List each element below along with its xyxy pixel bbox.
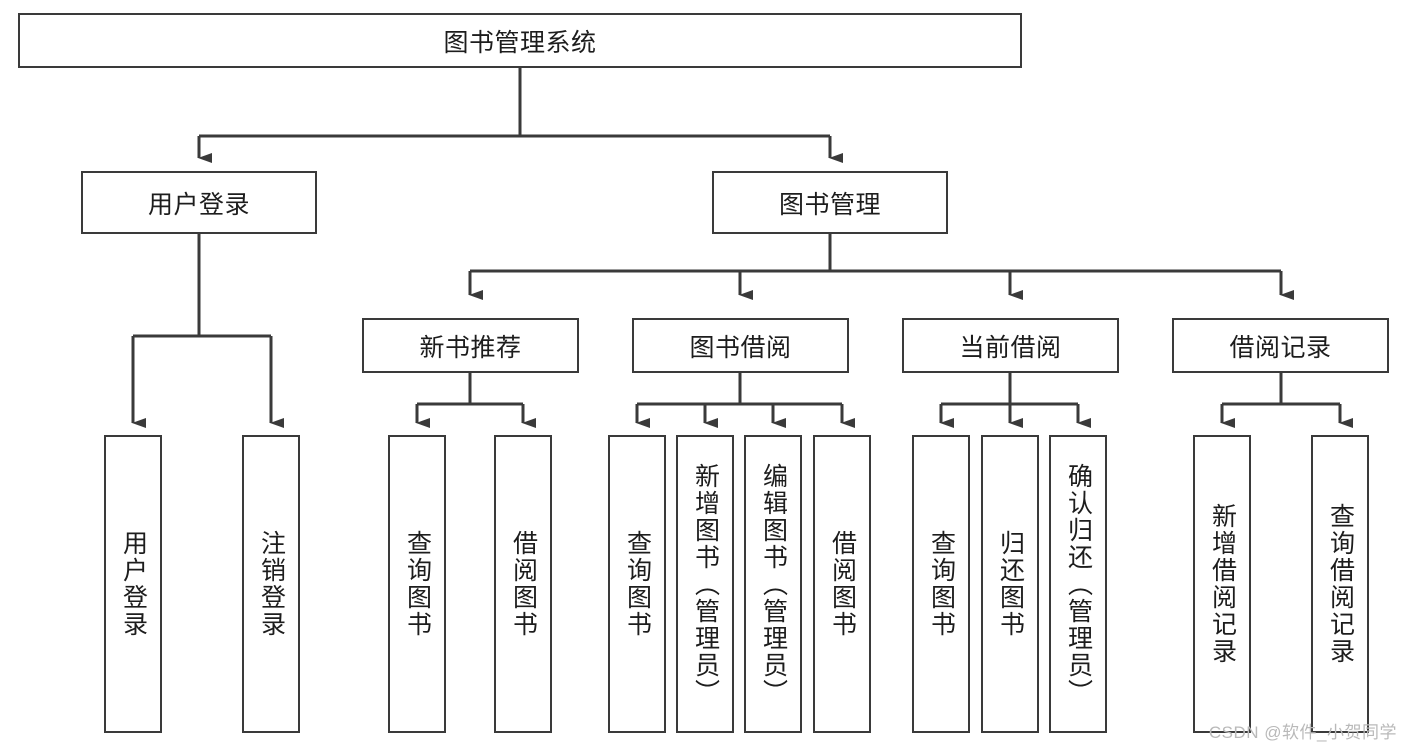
leaf-record-add[interactable]: 新增借阅记录 bbox=[1193, 435, 1251, 733]
leaf-current-query-book[interactable]: 查询图书 bbox=[912, 435, 970, 733]
leaf-borrow-query-book[interactable]: 查询图书 bbox=[608, 435, 666, 733]
leaf-label: 确认归还（管理员） bbox=[1064, 462, 1093, 706]
node-borrow-record-label: 借阅记录 bbox=[1229, 333, 1332, 362]
node-current-borrow[interactable]: 当前借阅 bbox=[902, 318, 1119, 373]
leaf-label: 借阅图书 bbox=[828, 530, 857, 638]
leaf-label: 新增图书（管理员） bbox=[691, 462, 720, 706]
node-user-login[interactable]: 用户登录 bbox=[81, 171, 317, 234]
node-root-label: 图书管理系统 bbox=[443, 28, 597, 57]
leaf-label: 查询图书 bbox=[927, 530, 956, 638]
node-borrow-record[interactable]: 借阅记录 bbox=[1172, 318, 1389, 373]
node-new-book-recommend[interactable]: 新书推荐 bbox=[362, 318, 579, 373]
node-user-login-label: 用户登录 bbox=[147, 190, 250, 219]
leaf-current-confirm-return[interactable]: 确认归还（管理员） bbox=[1049, 435, 1107, 733]
leaf-borrow-borrow-book[interactable]: 借阅图书 bbox=[813, 435, 871, 733]
node-current-borrow-label: 当前借阅 bbox=[959, 333, 1062, 362]
node-book-borrow[interactable]: 图书借阅 bbox=[632, 318, 849, 373]
node-book-management-label: 图书管理 bbox=[778, 190, 881, 219]
leaf-new-book-borrow[interactable]: 借阅图书 bbox=[494, 435, 552, 733]
leaf-label: 借阅图书 bbox=[509, 530, 538, 638]
leaf-borrow-edit-book[interactable]: 编辑图书（管理员） bbox=[744, 435, 802, 733]
leaf-label: 查询借阅记录 bbox=[1326, 503, 1355, 665]
leaf-label: 注销登录 bbox=[257, 530, 286, 638]
node-new-book-recommend-label: 新书推荐 bbox=[419, 333, 522, 362]
leaf-record-query[interactable]: 查询借阅记录 bbox=[1311, 435, 1369, 733]
leaf-current-return-book[interactable]: 归还图书 bbox=[981, 435, 1039, 733]
watermark: CSDN @软件_小贺同学 bbox=[1208, 723, 1397, 742]
leaf-label: 新增借阅记录 bbox=[1208, 503, 1237, 665]
leaf-user-login-logout[interactable]: 注销登录 bbox=[242, 435, 300, 733]
leaf-label: 查询图书 bbox=[403, 530, 432, 638]
leaf-label: 查询图书 bbox=[623, 530, 652, 638]
node-book-borrow-label: 图书借阅 bbox=[689, 333, 792, 362]
leaf-borrow-add-book[interactable]: 新增图书（管理员） bbox=[676, 435, 734, 733]
leaf-new-book-query[interactable]: 查询图书 bbox=[388, 435, 446, 733]
leaf-user-login-signin[interactable]: 用户登录 bbox=[104, 435, 162, 733]
leaf-label: 用户登录 bbox=[119, 530, 148, 638]
leaf-label: 编辑图书（管理员） bbox=[759, 462, 788, 706]
node-root[interactable]: 图书管理系统 bbox=[18, 13, 1022, 68]
leaf-label: 归还图书 bbox=[996, 530, 1025, 638]
node-book-management[interactable]: 图书管理 bbox=[712, 171, 948, 234]
